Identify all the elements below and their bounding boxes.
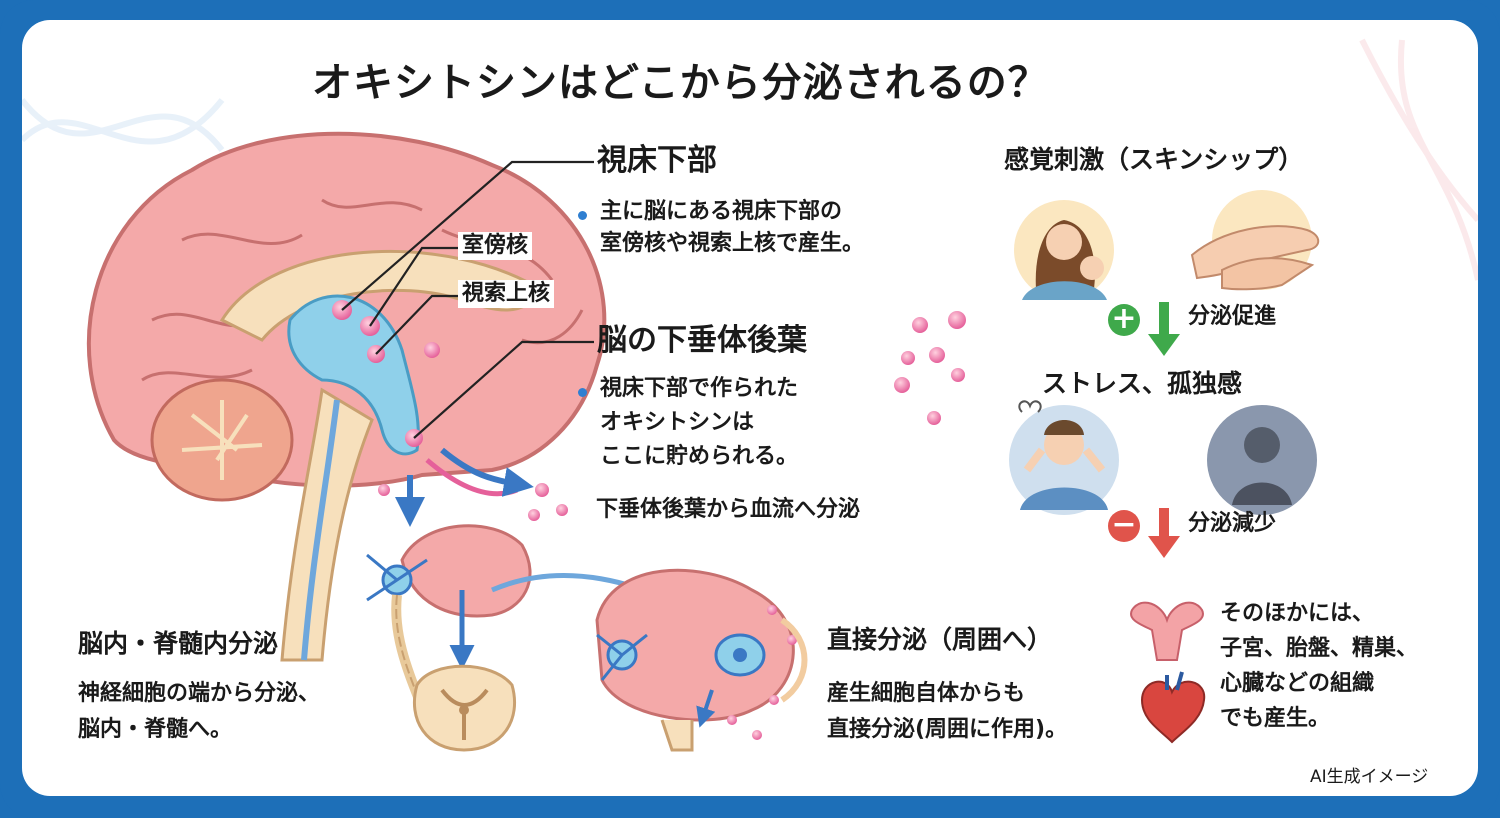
- other-text-line-3: 心臓などの組織: [1220, 671, 1375, 696]
- hands-touch-icon: [1190, 190, 1320, 291]
- spinal-cord-icon: [412, 664, 517, 752]
- brain-illustration: [86, 131, 607, 662]
- ai-generated-note: AI生成イメージ: [1310, 767, 1429, 787]
- hypothalamus-text-line-1: 主に脳にある視床下部の: [600, 199, 843, 224]
- hypothalamus-heading: 視床下部: [597, 143, 717, 178]
- uterus-icon: [1130, 601, 1204, 661]
- bloodstream-secretion-label: 下垂体後葉から血流へ分泌: [596, 497, 861, 522]
- brain-cell-illustration: [595, 568, 808, 752]
- direct-text-line-1: 産生細胞自体からも: [827, 681, 1026, 706]
- oxytocin-molecules: [894, 311, 966, 425]
- sensory-heading: 感覚刺激（スキンシップ）: [1004, 145, 1304, 174]
- reduce-label: 分泌減少: [1188, 511, 1277, 536]
- hypothalamus-text-line-2: 室傍核や視索上核で産生。: [600, 231, 865, 256]
- bullet-dot: [578, 211, 587, 220]
- posterior-pituitary-heading: 脳の下垂体後葉: [597, 323, 807, 358]
- stress-heading: ストレス、孤独感: [1042, 369, 1243, 398]
- plus-icon: +: [1108, 304, 1140, 336]
- neuron-network-illustration: [366, 524, 704, 722]
- stressed-person-icon: [1009, 400, 1119, 515]
- brain-spinal-text-line-2: 脳内・脊髄へ。: [78, 717, 233, 742]
- pituitary-text-line-2: オキシトシンは: [600, 410, 755, 435]
- direct-secretion-heading: 直接分泌（周囲へ）: [827, 625, 1053, 654]
- lonely-person-icon: [1207, 405, 1317, 515]
- infographic-card: オキシトシンはどこから分泌されるの？ 視床下部 主に脳にある視床下部の 室傍核や…: [22, 20, 1478, 796]
- illustration-layer: [22, 38, 1478, 752]
- mother-baby-icon: [1014, 200, 1114, 300]
- pituitary-text-line-1: 視床下部で作られた: [600, 376, 799, 401]
- brain-spinal-heading: 脳内・脊髄内分泌: [78, 629, 279, 658]
- dna-decoration-right: [1359, 38, 1478, 281]
- leader-lines: [341, 160, 594, 439]
- label-supraoptic-nucleus: 視索上核: [458, 280, 555, 308]
- other-text-line-2: 子宮、胎盤、精巣、: [1220, 636, 1419, 661]
- dna-decoration-left: [22, 98, 225, 152]
- label-paraventricular-nucleus: 室傍核: [458, 232, 533, 260]
- other-text-line-1: そのほかには、: [1220, 601, 1375, 626]
- pituitary-secretion-arrows: [378, 447, 568, 527]
- page-title: オキシトシンはどこから分泌されるの？: [312, 60, 1049, 106]
- brain-spinal-text-line-1: 神経細胞の端から分泌、: [78, 681, 321, 706]
- other-text-line-4: でも産生。: [1220, 706, 1331, 731]
- heart-icon: [1140, 671, 1206, 744]
- minus-icon: −: [1108, 510, 1140, 542]
- direct-text-line-2: 直接分泌(周囲に作用)。: [827, 717, 1068, 742]
- promote-label: 分泌促進: [1188, 304, 1277, 329]
- pituitary-text-line-3: ここに貯められる。: [600, 444, 799, 469]
- bullet-dot: [578, 388, 587, 397]
